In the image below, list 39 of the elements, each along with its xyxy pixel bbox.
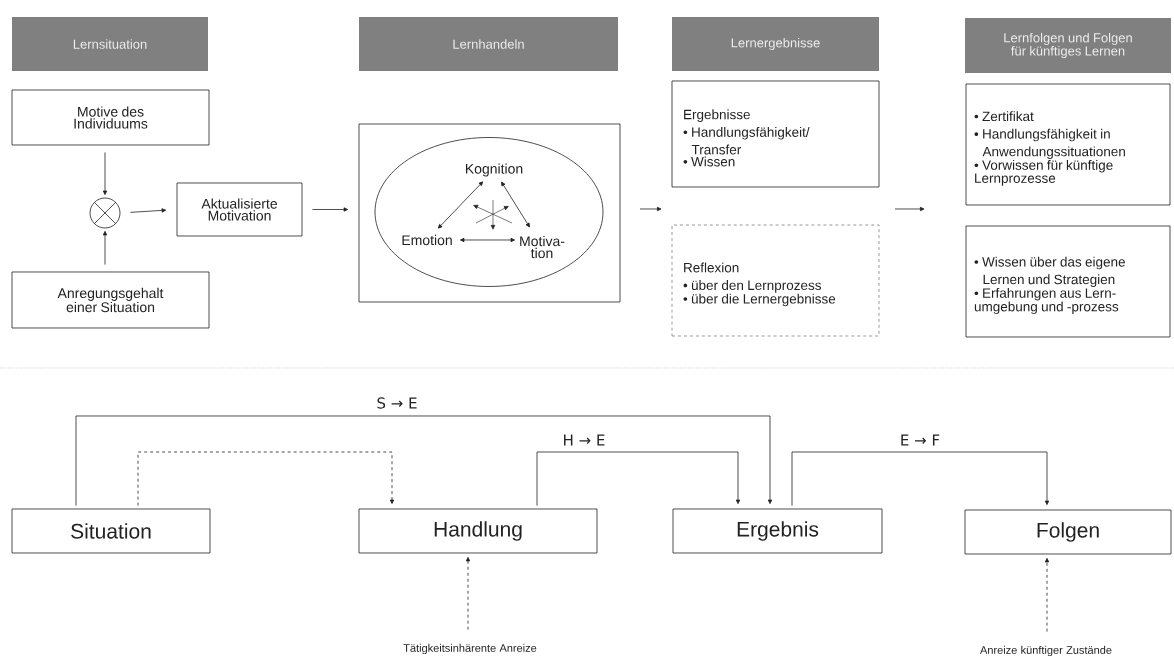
process-box: Situation bbox=[11, 508, 211, 554]
process-box: Motive des Individuums bbox=[11, 89, 210, 146]
arrow bbox=[102, 152, 108, 195]
label-text: Emotion bbox=[402, 234, 452, 246]
arrow bbox=[102, 230, 108, 265]
column-header: Lernhandeln bbox=[359, 17, 618, 71]
arrow bbox=[312, 207, 349, 212]
edge-label: E → F bbox=[898, 433, 942, 447]
arrow bbox=[1044, 557, 1050, 632]
text-box: Ergebnisse • Handlungsfähigkeit/ Transfer • Wissen bbox=[671, 80, 880, 188]
label-text: Motiva- tion bbox=[520, 235, 565, 259]
arrow bbox=[437, 181, 484, 229]
arrow bbox=[536, 451, 741, 506]
arrow bbox=[465, 556, 471, 630]
column-header: Lernergebnisse bbox=[672, 17, 879, 71]
label-text: Tätigkeitsinhärente Anreize bbox=[403, 643, 537, 655]
multiply-circle bbox=[89, 197, 121, 229]
process-box: Anregungsgehalt einer Situation bbox=[11, 271, 210, 329]
process-box: Ergebnis bbox=[672, 508, 883, 554]
text-box: Reflexion • über den Lernprozess • über die Lernergebnisse bbox=[671, 224, 880, 337]
arrow bbox=[75, 415, 773, 506]
arrow bbox=[791, 451, 1050, 506]
edge-label: S → E bbox=[375, 396, 419, 410]
column-header: Lernfolgen und Folgen für künftiges Lernen bbox=[965, 18, 1171, 73]
process-box: Handlung bbox=[358, 508, 598, 554]
text-box: • Wissen über das eigene Lernen und Strategien • Erfahrungen aus Lern- umgebung und -prozess bbox=[965, 225, 1171, 338]
label-text: Kognition bbox=[465, 163, 523, 177]
process-box bbox=[358, 123, 621, 303]
label-text: Anreize künftiger Zustände bbox=[980, 645, 1112, 657]
process-box: Aktualisierte Motivation bbox=[176, 182, 303, 237]
arrow bbox=[460, 237, 516, 243]
arrow bbox=[501, 181, 530, 228]
ellipse bbox=[374, 137, 604, 287]
text-box: • Zertifikat • Handlungsfähigkeit in Anwendungssituationen • Vorwissen für künftige Lernprozesse bbox=[965, 83, 1171, 206]
column-header: Lernsituation bbox=[12, 17, 208, 71]
edge-label: H → E bbox=[561, 433, 607, 447]
arrow bbox=[137, 451, 395, 506]
process-box: Folgen bbox=[964, 509, 1172, 555]
arrow bbox=[130, 208, 167, 213]
